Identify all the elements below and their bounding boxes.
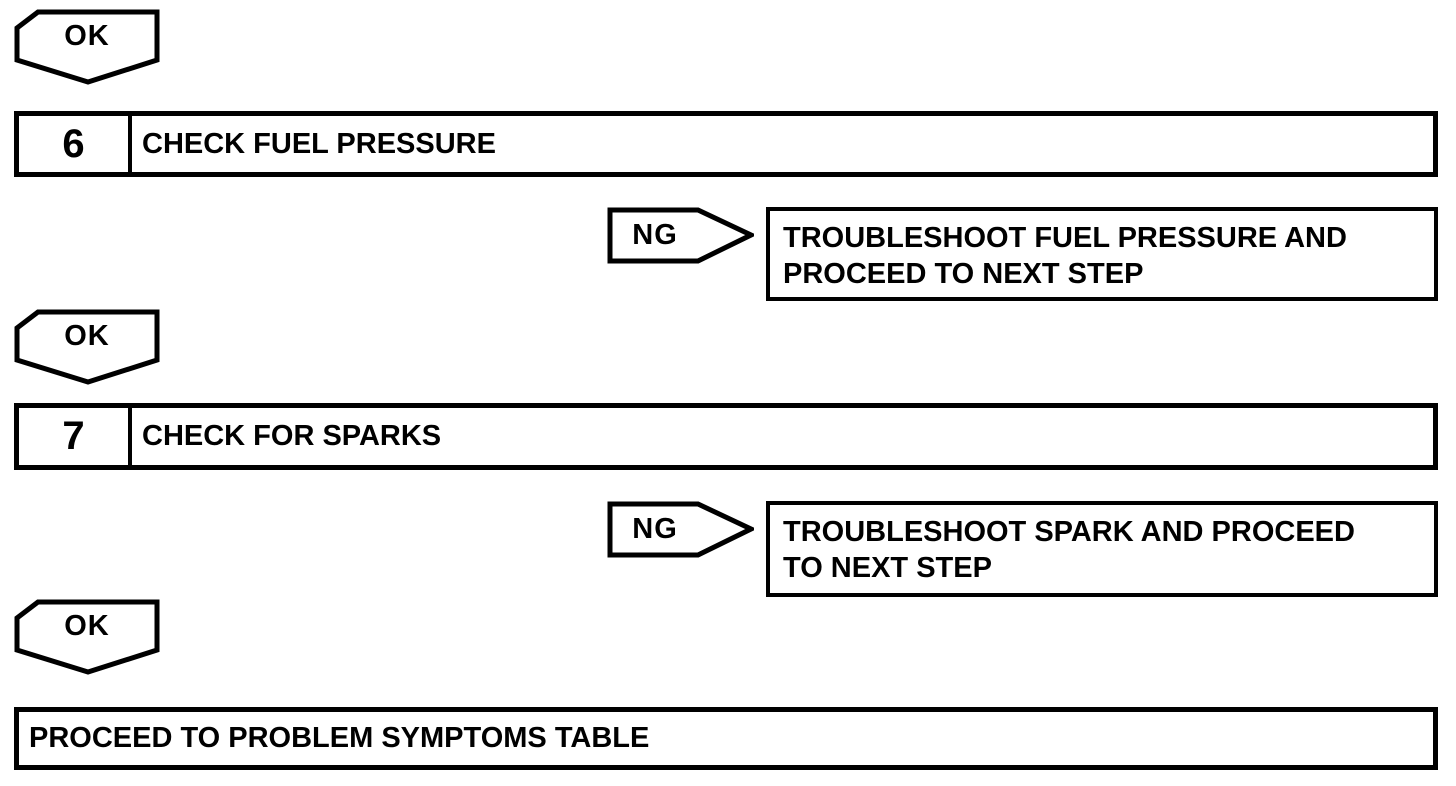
step-title: CHECK FUEL PRESSURE bbox=[142, 127, 496, 160]
step-title: CHECK FOR SPARKS bbox=[142, 420, 442, 452]
ng-connector-1: NG bbox=[607, 207, 754, 264]
step-number: 7 bbox=[19, 408, 132, 465]
ng-result-line: TO NEXT STEP bbox=[783, 552, 992, 584]
step-row-7: 7 CHECK FOR SPARKS bbox=[14, 403, 1438, 470]
step-number: 6 bbox=[19, 116, 132, 172]
ok-connector-2: OK bbox=[14, 309, 160, 386]
ok-connector-3: OK bbox=[14, 599, 160, 676]
ok-banner-shape bbox=[14, 599, 160, 675]
ng-label: NG bbox=[632, 513, 678, 545]
ng-label: NG bbox=[632, 219, 678, 251]
ng-result-line: TROUBLESHOOT FUEL PRESSURE AND bbox=[783, 222, 1347, 254]
ok-banner-shape bbox=[14, 9, 160, 85]
ng-result-box-2: TROUBLESHOOT SPARK AND PROCEED TO NEXT S… bbox=[766, 501, 1438, 597]
ng-arrow-shape bbox=[607, 207, 754, 264]
final-action-box: PROCEED TO PROBLEM SYMPTOMS TABLE bbox=[14, 707, 1438, 770]
ng-result-box-1: TROUBLESHOOT FUEL PRESSURE AND PROCEED T… bbox=[766, 207, 1438, 301]
step-row-6: 6 CHECK FUEL PRESSURE bbox=[14, 111, 1438, 177]
ng-result-line: PROCEED TO NEXT STEP bbox=[783, 258, 1144, 290]
ok-label: OK bbox=[64, 320, 110, 352]
ng-connector-2: NG bbox=[607, 501, 754, 558]
ng-result-line: TROUBLESHOOT SPARK AND PROCEED bbox=[783, 516, 1355, 548]
ok-label: OK bbox=[64, 610, 110, 642]
ok-banner-shape bbox=[14, 309, 160, 385]
ok-label: OK bbox=[64, 20, 110, 52]
ok-connector-1: OK bbox=[14, 9, 160, 86]
ng-arrow-shape bbox=[607, 501, 754, 558]
